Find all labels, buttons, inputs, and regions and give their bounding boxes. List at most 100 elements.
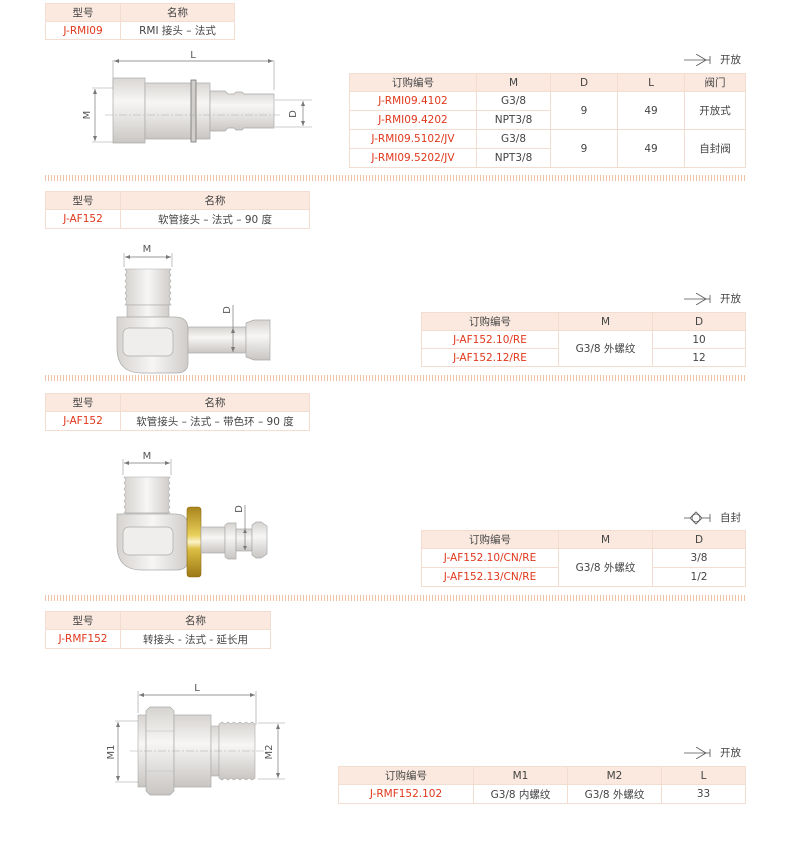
valve-type: 自封阀 xyxy=(684,129,746,168)
dim-d: 9 xyxy=(550,129,618,168)
col-header-d: D xyxy=(652,312,746,331)
valve-type: 开放式 xyxy=(684,91,746,130)
col-header-valve: 阀门 xyxy=(684,73,746,92)
order-code: J-AF152.12/RE xyxy=(421,348,559,367)
section-divider xyxy=(45,595,745,601)
model-info-table-af152-ring: 型号 名称 J-AF152 软管接头 – 法式 – 带色环 – 90 度 xyxy=(45,393,310,431)
valve-legend-open: 开放 xyxy=(684,52,741,67)
order-table-af152-ring: 订购编号 M D J-AF152.10/CN/RE G3/8 外螺纹 3/8 J… xyxy=(421,530,746,587)
model-info-table-rmf152: 型号 名称 J-RMF152 转接头 - 法式 - 延长用 xyxy=(45,611,271,649)
thread-m: G3/8 外螺纹 xyxy=(558,330,653,367)
model-name: 软管接头 – 法式 – 90 度 xyxy=(120,209,310,229)
dim-l: 49 xyxy=(617,129,685,168)
model-code: J-RMF152 xyxy=(45,629,121,649)
name-header: 名称 xyxy=(120,191,310,210)
rmi09-drawing: L M D xyxy=(80,45,320,155)
col-header-order: 订购编号 xyxy=(421,312,559,331)
model-header: 型号 xyxy=(45,393,121,412)
col-header-l: L xyxy=(617,73,685,92)
col-header-m: M xyxy=(558,312,653,331)
dim-d: 12 xyxy=(652,348,746,367)
dim-d: 1/2 xyxy=(652,567,746,587)
order-code: J-RMI09.4102 xyxy=(349,91,477,111)
model-code: J-RMI09 xyxy=(45,21,121,40)
model-header: 型号 xyxy=(45,191,121,210)
name-header: 名称 xyxy=(120,611,271,630)
dim-d: 10 xyxy=(652,330,746,349)
order-code: J-AF152.13/CN/RE xyxy=(421,567,559,587)
thread-m: G3/8 xyxy=(476,91,551,111)
col-header-d: D xyxy=(652,530,746,549)
section-divider xyxy=(45,175,745,181)
model-name: 软管接头 – 法式 – 带色环 – 90 度 xyxy=(120,411,310,431)
order-code: J-RMF152.102 xyxy=(338,784,474,804)
model-code: J-AF152 xyxy=(45,411,121,431)
dim-l: 49 xyxy=(617,91,685,130)
svg-text:M: M xyxy=(143,244,152,255)
legend-label: 开放 xyxy=(720,747,741,759)
svg-text:D: D xyxy=(222,306,233,314)
model-name: RMI 接头 – 法式 xyxy=(120,21,235,40)
svg-text:M1: M1 xyxy=(106,745,117,760)
model-name: 转接头 - 法式 - 延长用 xyxy=(120,629,271,649)
table-row: J-AF152.10/RE G3/8 外螺纹 10 xyxy=(421,330,746,367)
table-row: J-AF152.12/RE 12 xyxy=(421,348,746,367)
thread-m1: G3/8 内螺纹 xyxy=(473,784,568,804)
model-code: J-AF152 xyxy=(45,209,121,229)
thread-m2: G3/8 外螺纹 xyxy=(567,784,662,804)
table-row: J-RMI09.5202/JV NPT3/8 xyxy=(349,148,746,168)
valve-legend-open: 开放 xyxy=(684,745,741,760)
open-valve-icon xyxy=(684,292,711,305)
open-valve-icon xyxy=(684,746,711,759)
rmf152-adapter-drawing: L M1 M2 xyxy=(100,675,300,805)
legend-label: 自封 xyxy=(720,512,741,524)
valve-legend-self-seal: 自封 xyxy=(684,510,741,525)
model-info-table-af152: 型号 名称 J-AF152 软管接头 – 法式 – 90 度 xyxy=(45,191,310,229)
table-row: J-RMI09.5102/JV G3/8 9 49 自封阀 xyxy=(349,129,746,168)
svg-text:M2: M2 xyxy=(264,745,275,760)
order-table-rmf152: 订购编号 M1 M2 L J-RMF152.102 G3/8 内螺纹 G3/8 … xyxy=(338,766,746,804)
table-row: J-RMI09.4102 G3/8 9 49 开放式 xyxy=(349,91,746,130)
table-row: J-RMF152.102 G3/8 内螺纹 G3/8 外螺纹 33 xyxy=(338,784,746,804)
order-table-rmi09: 订购编号 M D L 阀门 J-RMI09.4102 G3/8 9 49 开放式… xyxy=(349,73,746,168)
open-valve-icon xyxy=(684,53,711,66)
order-code: J-RMI09.5102/JV xyxy=(349,129,477,149)
svg-text:D: D xyxy=(234,505,245,513)
col-header-l: L xyxy=(661,766,746,785)
svg-text:L: L xyxy=(194,683,200,694)
dim-d: 9 xyxy=(550,91,618,130)
order-code: J-AF152.10/RE xyxy=(421,330,559,349)
col-header-order: 订购编号 xyxy=(421,530,559,549)
name-header: 名称 xyxy=(120,3,235,22)
order-table-af152: 订购编号 M D J-AF152.10/RE G3/8 外螺纹 10 J-AF1… xyxy=(421,312,746,367)
legend-label: 开放 xyxy=(720,54,741,66)
col-header-m: M xyxy=(476,73,551,92)
model-header: 型号 xyxy=(45,3,121,22)
order-code: J-AF152.10/CN/RE xyxy=(421,548,559,568)
self-seal-valve-icon xyxy=(684,510,711,525)
col-header-order: 订购编号 xyxy=(338,766,474,785)
dim-l: 33 xyxy=(661,784,746,804)
col-header-order: 订购编号 xyxy=(349,73,477,92)
col-header-m: M xyxy=(558,530,653,549)
order-code: J-RMI09.4202 xyxy=(349,110,477,130)
svg-text:L: L xyxy=(190,50,196,61)
col-header-m2: M2 xyxy=(567,766,662,785)
thread-m: G3/8 外螺纹 xyxy=(558,548,653,587)
col-header-d: D xyxy=(550,73,618,92)
valve-legend-open: 开放 xyxy=(684,291,741,306)
af152-elbow-drawing: M D xyxy=(90,235,290,375)
legend-label: 开放 xyxy=(720,293,741,305)
thread-m: NPT3/8 xyxy=(476,148,551,168)
dim-d: 3/8 xyxy=(652,548,746,568)
thread-m: G3/8 xyxy=(476,129,551,149)
order-code: J-RMI09.5202/JV xyxy=(349,148,477,168)
svg-text:D: D xyxy=(288,110,299,118)
svg-text:M: M xyxy=(143,451,152,462)
table-row: J-AF152.13/CN/RE 1/2 xyxy=(421,567,746,587)
model-info-table-rmi09: 型号 名称 J-RMI09 RMI 接头 – 法式 xyxy=(45,3,235,40)
col-header-m1: M1 xyxy=(473,766,568,785)
thread-m: NPT3/8 xyxy=(476,110,551,130)
table-row: J-AF152.10/CN/RE G3/8 外螺纹 3/8 xyxy=(421,548,746,587)
svg-text:M: M xyxy=(82,111,93,120)
